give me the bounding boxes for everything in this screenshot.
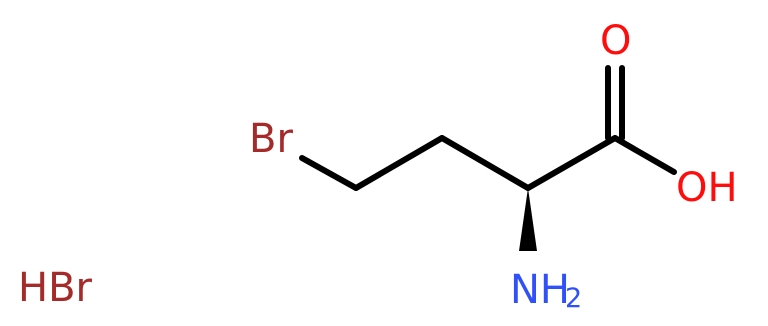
hbr-salt-label: HBr <box>18 265 93 311</box>
bond-c3-c2 <box>439 135 531 191</box>
carbonyl-oxygen-label: O <box>600 18 631 64</box>
bromine-label: Br <box>249 116 293 162</box>
bond-br-c4 <box>299 155 359 191</box>
bond-c4-c3 <box>353 135 445 191</box>
wedge-bond-c2-n <box>519 188 537 251</box>
bond-c1-oh <box>612 135 677 175</box>
bonds <box>299 65 677 251</box>
hydroxyl-label: OH <box>676 165 738 211</box>
amine-subscript: 2 <box>565 283 582 314</box>
amine-label: NH <box>510 267 570 313</box>
bond-c2-c1 <box>525 135 618 191</box>
